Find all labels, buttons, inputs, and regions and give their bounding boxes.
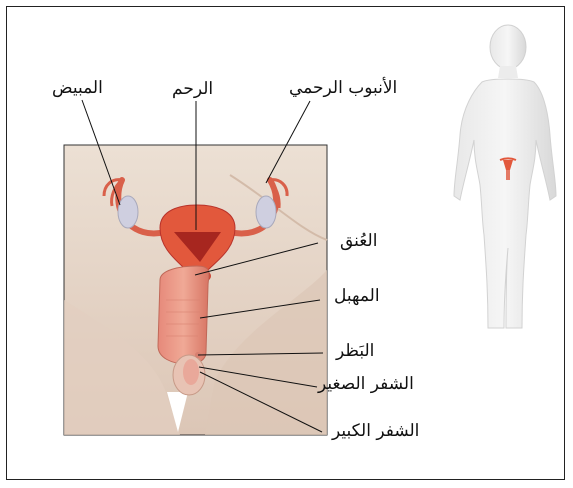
label-ovary: المبيض bbox=[52, 80, 103, 97]
label-uterus: الرحم bbox=[172, 81, 213, 98]
label-labia-majora: الشفر الكبير bbox=[332, 423, 419, 440]
label-labia-minora: الشفر الصغير bbox=[318, 376, 414, 393]
label-clitoris: البَظر bbox=[336, 343, 374, 360]
label-vagina: المهبل bbox=[334, 288, 380, 305]
body-figure bbox=[454, 25, 556, 328]
label-cervix: العُنق bbox=[340, 233, 377, 250]
label-fallopian-tube: الأنبوب الرحمي bbox=[289, 80, 397, 97]
